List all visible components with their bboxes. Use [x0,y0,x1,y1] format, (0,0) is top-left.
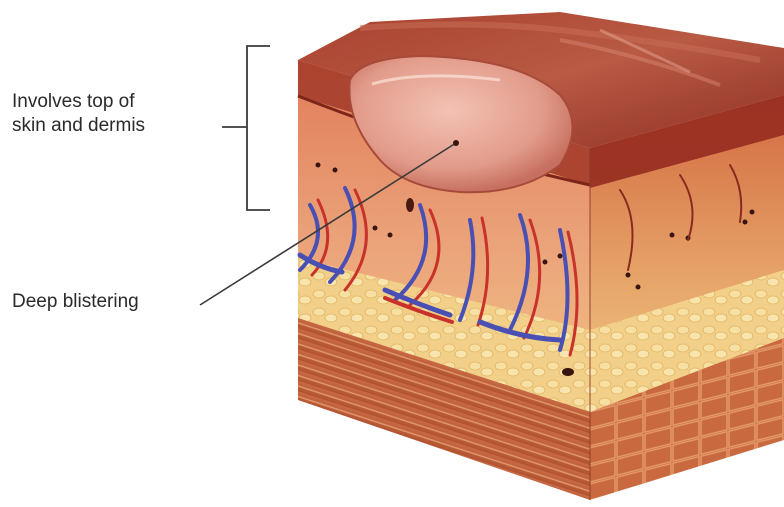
dermis-label: Involves top of skin and dermis [12,90,145,138]
dermis-bracket [222,46,270,210]
side-face [590,95,784,500]
dermis-label-line-1: Involves top of [12,90,145,114]
blistering-label: Deep blistering [12,290,139,314]
blister-pointer-dot [453,140,459,146]
dermis-label-line-2: skin and dermis [12,114,145,138]
